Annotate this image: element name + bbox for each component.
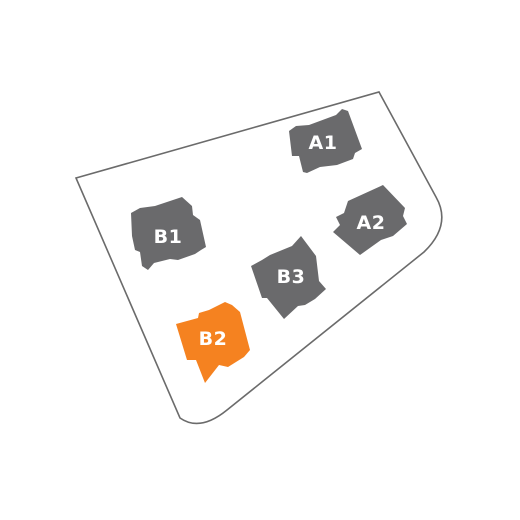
building-b2-label: B2 xyxy=(199,328,228,350)
building-b1-label: B1 xyxy=(154,226,183,248)
building-b3-footprint xyxy=(251,236,326,319)
building-a1[interactable]: A1 xyxy=(289,109,362,173)
building-a1-label: A1 xyxy=(309,132,338,154)
building-a2[interactable]: A2 xyxy=(333,185,407,255)
building-b2[interactable]: B2 xyxy=(176,302,250,383)
building-b3[interactable]: B3 xyxy=(251,236,326,319)
building-b3-label: B3 xyxy=(277,266,306,288)
site-plot-outline xyxy=(74,91,443,425)
building-a2-label: A2 xyxy=(357,212,386,234)
building-a2-footprint xyxy=(333,185,407,255)
building-b1-footprint xyxy=(131,197,206,270)
building-b2-footprint xyxy=(176,302,250,383)
building-b1[interactable]: B1 xyxy=(131,197,206,270)
building-a1-footprint xyxy=(289,109,362,173)
